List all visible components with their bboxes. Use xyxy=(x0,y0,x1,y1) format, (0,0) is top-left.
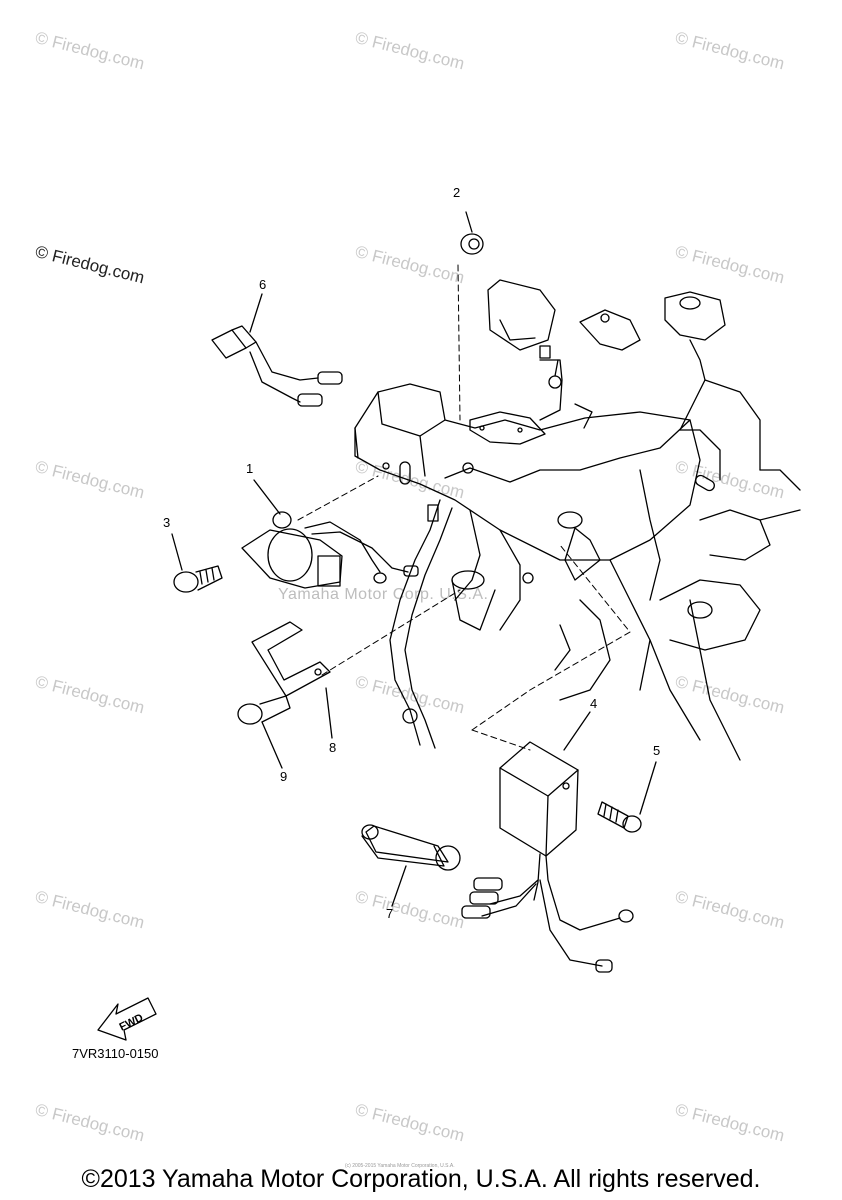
callout-8: 8 xyxy=(329,740,337,755)
part-6-sensor xyxy=(211,293,343,407)
diagram-code: 7VR3110-0150 xyxy=(72,1046,159,1061)
copyright-footer: ©2013 Yamaha Motor Corporation, U.S.A. A… xyxy=(81,1165,761,1193)
leader-lines xyxy=(297,264,631,751)
part-4-control-unit xyxy=(461,711,634,973)
engine-bracket-assembly xyxy=(354,279,801,761)
fine-print: (c) 2005-2015 Yamaha Motor Corporation, … xyxy=(345,1163,455,1169)
callout-5: 5 xyxy=(653,743,661,758)
callout-2: 2 xyxy=(453,185,461,200)
center-watermark: Yamaha Motor Corp. U.S.A. xyxy=(278,586,489,603)
part-5-screw xyxy=(597,761,657,833)
part-9-bolt xyxy=(237,695,291,769)
fwd-arrow-icon: FWD xyxy=(97,997,157,1041)
callout-1: 1 xyxy=(246,461,254,476)
callout-6: 6 xyxy=(259,277,267,292)
callout-3: 3 xyxy=(163,515,171,530)
part-2-grommet xyxy=(460,211,484,255)
callout-4: 4 xyxy=(590,696,598,711)
part-1-buzzer xyxy=(241,479,419,589)
callout-7: 7 xyxy=(386,906,394,921)
part-8-bracket xyxy=(251,621,333,739)
part-3-screw xyxy=(171,533,223,593)
fwd-label: FWD xyxy=(117,1012,145,1034)
callout-9: 9 xyxy=(280,769,288,784)
part-7-sleeve xyxy=(361,824,461,907)
